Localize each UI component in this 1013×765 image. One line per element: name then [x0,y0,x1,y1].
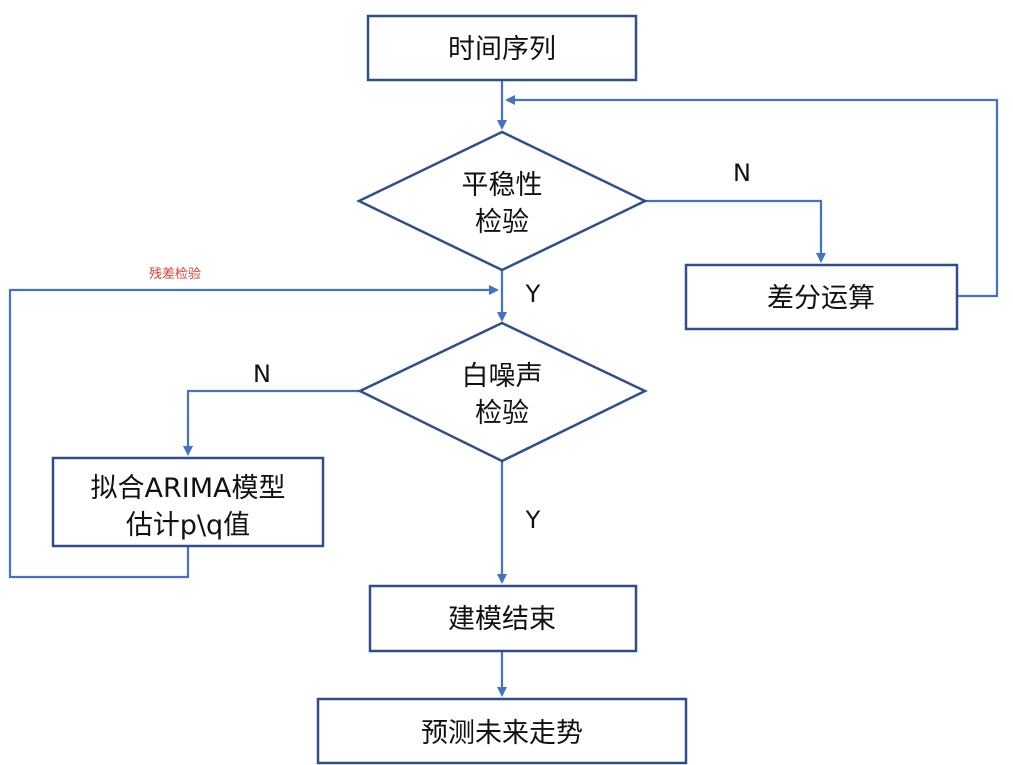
node-differencing-label: 差分运算 [767,283,875,314]
node-differencing: 差分运算 [684,263,959,331]
node-fit-arima-label-2: 估计p\q值 [126,510,250,541]
node-stationarity-test-label-1: 平稳性 [462,170,543,201]
node-forecast-label: 预测未来走势 [421,718,583,749]
node-modeling-end: 建模结束 [368,584,638,653]
edge-stationarity-no-to-differencing [645,199,826,263]
label-residual-test: 残差检验 [149,266,201,282]
node-time-series-label: 时间序列 [448,34,556,65]
edge-differencing-loop-back [505,95,999,298]
node-time-series: 时间序列 [366,14,638,82]
label-white-noise-no: N [253,360,271,388]
node-forecast: 预测未来走势 [316,697,688,765]
node-fit-arima-label-1: 拟合ARIMA模型 [91,473,286,504]
label-stationarity-yes: Y [525,280,541,308]
node-modeling-end-label: 建模结束 [448,604,556,635]
node-white-noise-test-label-1: 白噪声 [462,361,543,392]
node-stationarity-test-label-2: 检验 [475,207,529,238]
label-white-noise-yes: Y [525,506,541,534]
edge-white-noise-no-to-arima [183,389,360,456]
node-fit-arima: 拟合ARIMA模型 估计p\q值 [51,456,325,548]
edge-arima-residual-loop [8,285,499,579]
node-stationarity-test: 平稳性 检验 [356,130,648,272]
node-white-noise-test-label-2: 检验 [475,398,529,429]
node-white-noise-test: 白噪声 检验 [357,321,648,463]
label-stationarity-no: N [733,159,751,187]
